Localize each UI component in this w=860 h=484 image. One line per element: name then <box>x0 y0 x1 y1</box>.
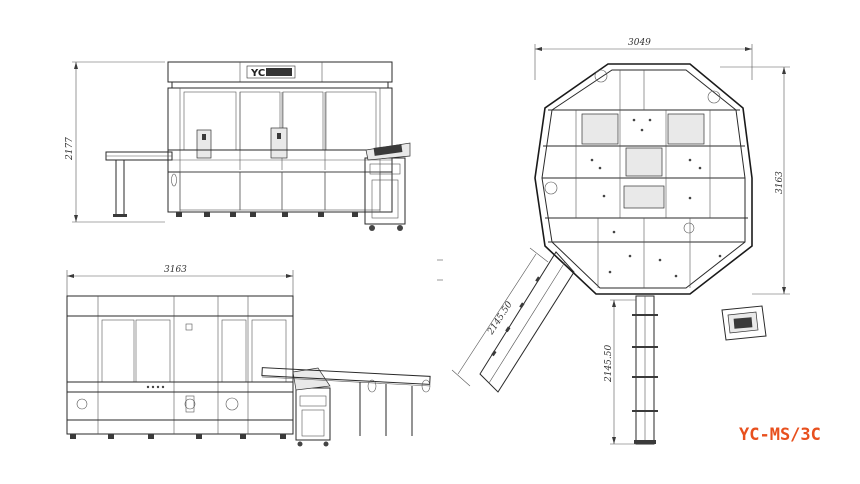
front-view: 2177 YC <box>65 61 411 231</box>
front-width-dimension: 3163 <box>164 265 187 275</box>
control-screen <box>721 305 767 341</box>
brand-mark: YC <box>250 68 265 79</box>
center-marks <box>437 259 443 281</box>
top-width-dimension: 3049 <box>628 38 651 48</box>
top-height-dimension: 3163 <box>775 171 785 194</box>
front-height-dimension: 2177 <box>65 137 75 161</box>
brand-logo: YC <box>246 65 296 79</box>
model-code: YC-MS/3C <box>739 425 821 445</box>
conveyor-right-dimension: 2145.50 <box>604 345 614 383</box>
top-view: 3049 3163 <box>451 38 790 445</box>
side-view: 3163 <box>66 265 431 447</box>
conveyor-left-dimension: 2145.50 <box>486 300 515 338</box>
